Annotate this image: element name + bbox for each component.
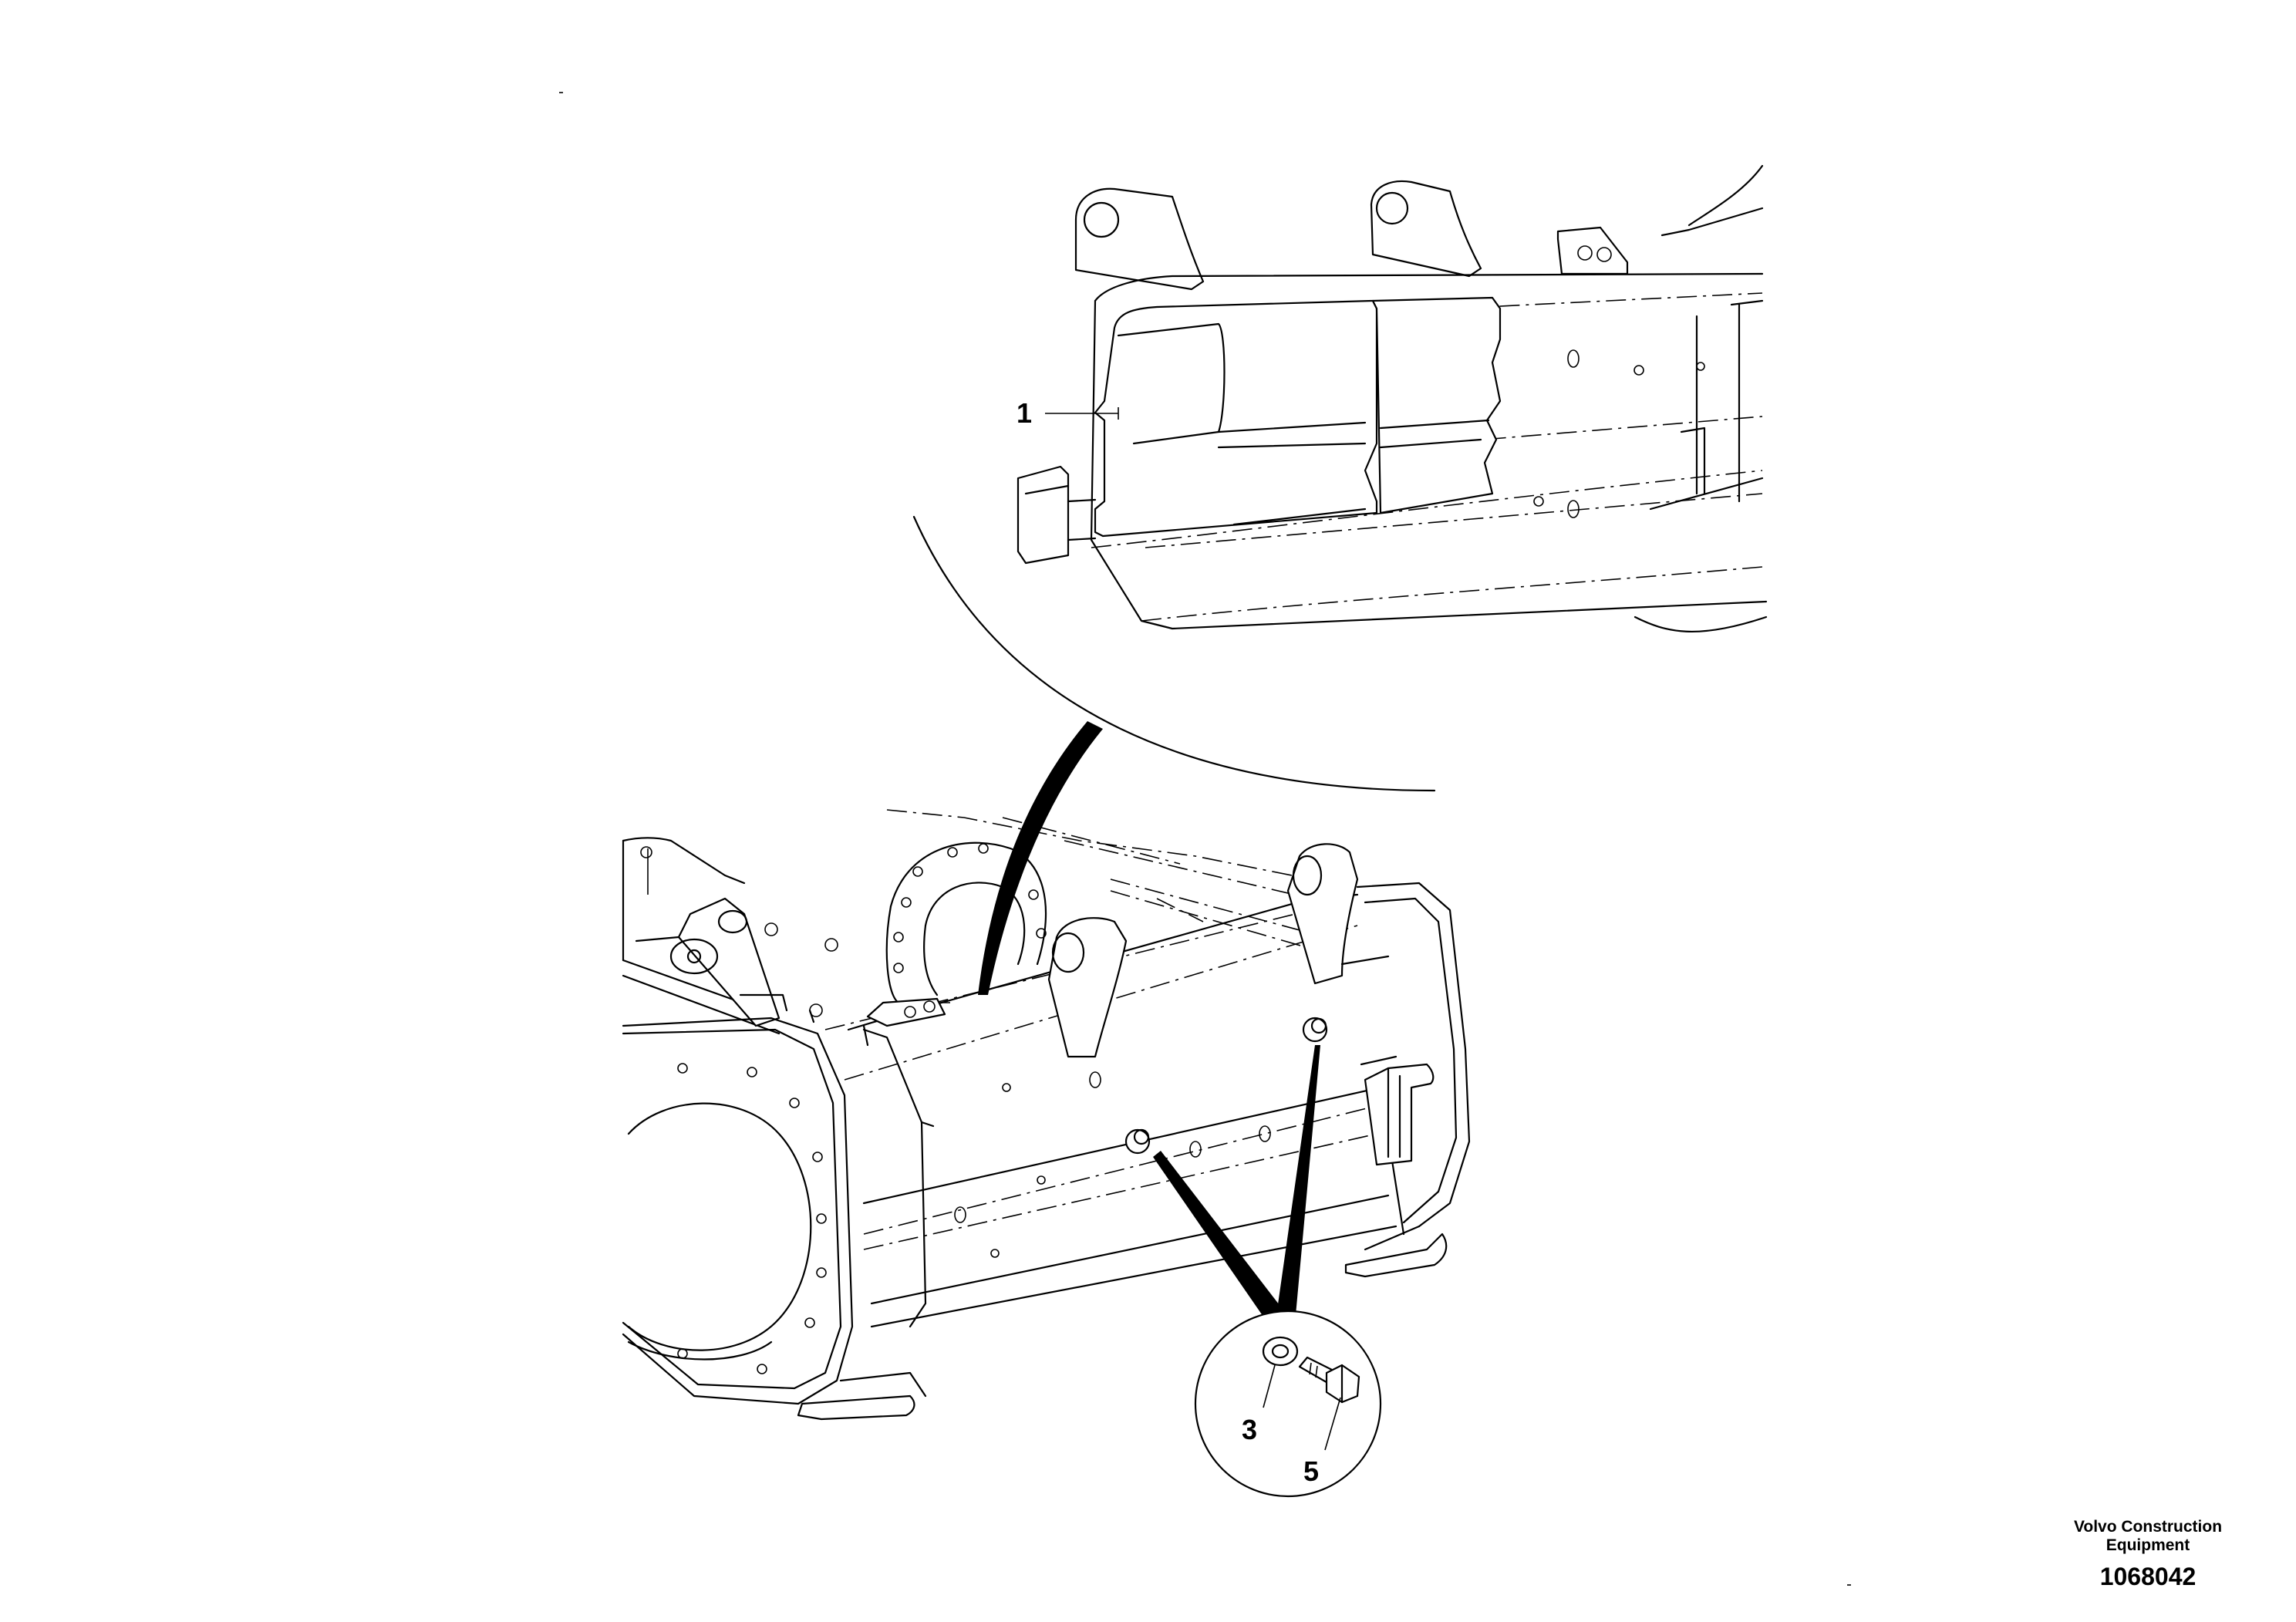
main-flange-ring — [885, 841, 1047, 1004]
detail-box-outline — [1094, 272, 1764, 302]
detail-view-arc — [912, 515, 1436, 792]
hardware-pointer-upper — [1276, 1045, 1320, 1315]
plug-lower — [1124, 1128, 1151, 1155]
detail-ear-right — [1370, 180, 1482, 278]
callout-3: 3 — [1242, 1414, 1257, 1445]
part-3-washer — [1262, 1336, 1299, 1367]
hardware-detail: 3 5 — [1194, 1310, 1382, 1498]
main-bore — [627, 1102, 812, 1351]
callout-1: 1 — [1017, 397, 1032, 429]
part-5-bolt — [1298, 1356, 1360, 1404]
main-view — [622, 809, 1471, 1421]
brand-line-2: Equipment — [2106, 1536, 2190, 1554]
footer-block: Volvo Construction Equipment 1068042 — [2048, 1518, 2248, 1591]
part-1-cover — [1094, 296, 1502, 538]
detail-view — [912, 164, 1768, 792]
main-ear-left — [1047, 917, 1128, 1058]
hardware-detail-circle — [1194, 1310, 1382, 1498]
main-end-plate — [622, 1017, 854, 1405]
detail-ear-left — [1074, 187, 1205, 291]
main-right-frame — [1356, 882, 1471, 1228]
callout-5: 5 — [1303, 1455, 1319, 1487]
plug-upper — [1302, 1017, 1328, 1043]
hardware-pointer-lower — [1153, 1151, 1284, 1319]
main-ear-right — [1286, 843, 1359, 985]
doc-id: 1068042 — [2099, 1563, 2197, 1590]
brand-line-1: Volvo Construction — [2073, 1518, 2223, 1536]
detail-pointer — [978, 721, 1103, 995]
